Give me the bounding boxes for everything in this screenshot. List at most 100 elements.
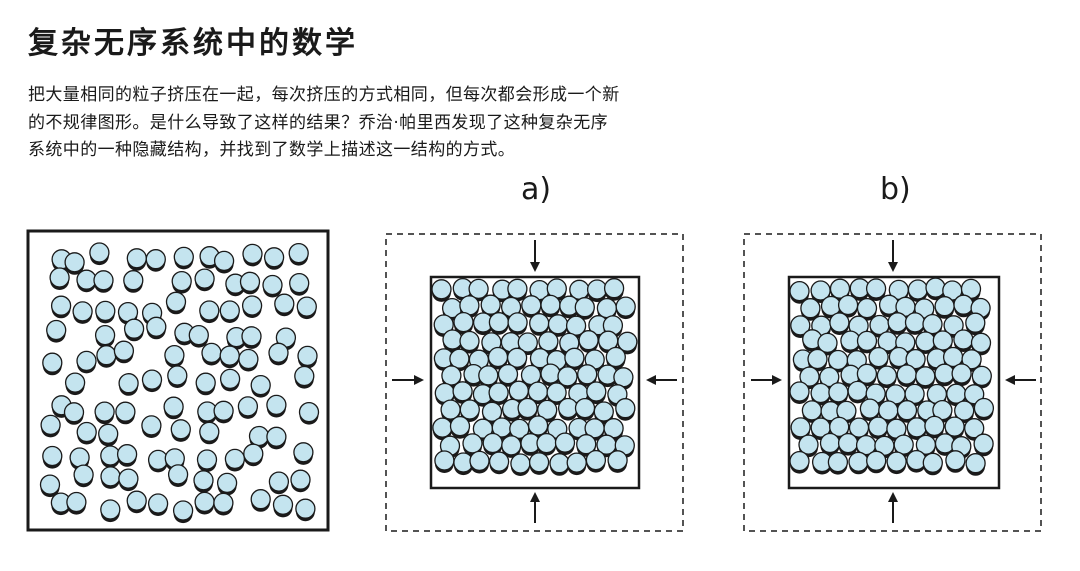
- particle: [250, 489, 271, 510]
- panel-a-label: a): [521, 172, 552, 207]
- particle: [266, 426, 287, 447]
- particle: [925, 277, 946, 298]
- panel-a-container-box: [429, 275, 641, 490]
- particle: [288, 242, 309, 264]
- particle: [64, 252, 85, 273]
- particle: [586, 381, 607, 402]
- particle: [442, 329, 463, 350]
- particle: [868, 346, 889, 368]
- particle: [506, 347, 528, 368]
- particle: [272, 494, 294, 515]
- particle: [915, 331, 936, 352]
- particle: [893, 434, 914, 455]
- particle: [521, 295, 542, 316]
- particle: [924, 415, 945, 437]
- particle: [188, 324, 209, 346]
- particle: [790, 417, 811, 438]
- particle: [452, 381, 473, 402]
- particle: [481, 401, 503, 422]
- particle: [93, 270, 114, 291]
- particle: [888, 346, 910, 368]
- particle: [943, 315, 964, 336]
- particle: [807, 348, 828, 370]
- particle: [462, 433, 483, 454]
- particle: [817, 332, 838, 354]
- description-line: 系统中的一种隐藏结构，并找到了数学上描述这一结构的方式。: [28, 140, 516, 160]
- particle: [100, 445, 121, 466]
- particle: [145, 249, 166, 270]
- particle: [607, 450, 628, 471]
- particle: [126, 248, 147, 269]
- particle: [829, 312, 850, 333]
- particle: [40, 414, 61, 436]
- particle: [297, 345, 318, 367]
- particle: [170, 419, 191, 440]
- particle: [433, 314, 454, 335]
- particle: [487, 346, 509, 368]
- particle: [488, 451, 510, 472]
- particle: [468, 278, 489, 300]
- particle: [250, 374, 271, 396]
- particle: [432, 417, 453, 438]
- particle: [116, 444, 138, 465]
- particle: [172, 500, 194, 521]
- particle: [115, 401, 136, 422]
- particle: [546, 382, 567, 403]
- particle: [95, 300, 116, 322]
- particle: [147, 449, 169, 471]
- particle: [810, 382, 831, 404]
- particle: [907, 279, 929, 300]
- particle: [501, 435, 522, 456]
- particle: [216, 472, 238, 494]
- page-title: 复杂无序系统中的数学: [28, 26, 358, 61]
- particle: [819, 432, 841, 454]
- particle: [789, 450, 810, 472]
- particle: [64, 372, 86, 393]
- particle: [945, 450, 966, 471]
- particle: [565, 315, 587, 336]
- particle: [876, 365, 898, 386]
- particle: [905, 348, 926, 370]
- particle: [434, 450, 455, 471]
- particle: [517, 397, 538, 419]
- particle: [459, 330, 480, 352]
- particle: [146, 316, 167, 337]
- particle: [268, 342, 289, 363]
- particle: [904, 312, 926, 333]
- particle: [289, 272, 310, 294]
- particle: [263, 247, 285, 268]
- particle: [266, 394, 287, 416]
- particle: [290, 469, 311, 490]
- particle: [964, 384, 985, 405]
- particle: [294, 365, 315, 387]
- particle: [922, 452, 943, 473]
- particle: [113, 340, 135, 361]
- particle: [799, 366, 820, 387]
- particle: [566, 452, 587, 473]
- particle: [507, 278, 528, 299]
- particle: [801, 400, 823, 421]
- particle: [798, 434, 819, 455]
- particle: [953, 329, 974, 350]
- particle: [554, 432, 576, 453]
- particle: [118, 373, 139, 394]
- particle: [480, 294, 501, 315]
- particle: [219, 300, 240, 321]
- particle: [564, 347, 585, 368]
- particle: [578, 330, 599, 351]
- particle: [63, 402, 85, 423]
- particle: [46, 319, 67, 341]
- particle: [603, 278, 625, 299]
- particle: [837, 432, 859, 454]
- particle: [482, 432, 503, 454]
- particle: [96, 345, 117, 366]
- particle: [118, 468, 139, 489]
- description-line: 的不规律图形。是什么导致了这样的结果？乔治·帕里西发现了这种复杂无序: [28, 112, 609, 133]
- particle: [50, 295, 72, 316]
- particle: [914, 298, 935, 319]
- particle: [527, 381, 549, 402]
- panel-b-dashed-frame: [743, 233, 1042, 532]
- particle: [69, 447, 90, 468]
- particle: [574, 397, 596, 419]
- particle: [126, 490, 147, 511]
